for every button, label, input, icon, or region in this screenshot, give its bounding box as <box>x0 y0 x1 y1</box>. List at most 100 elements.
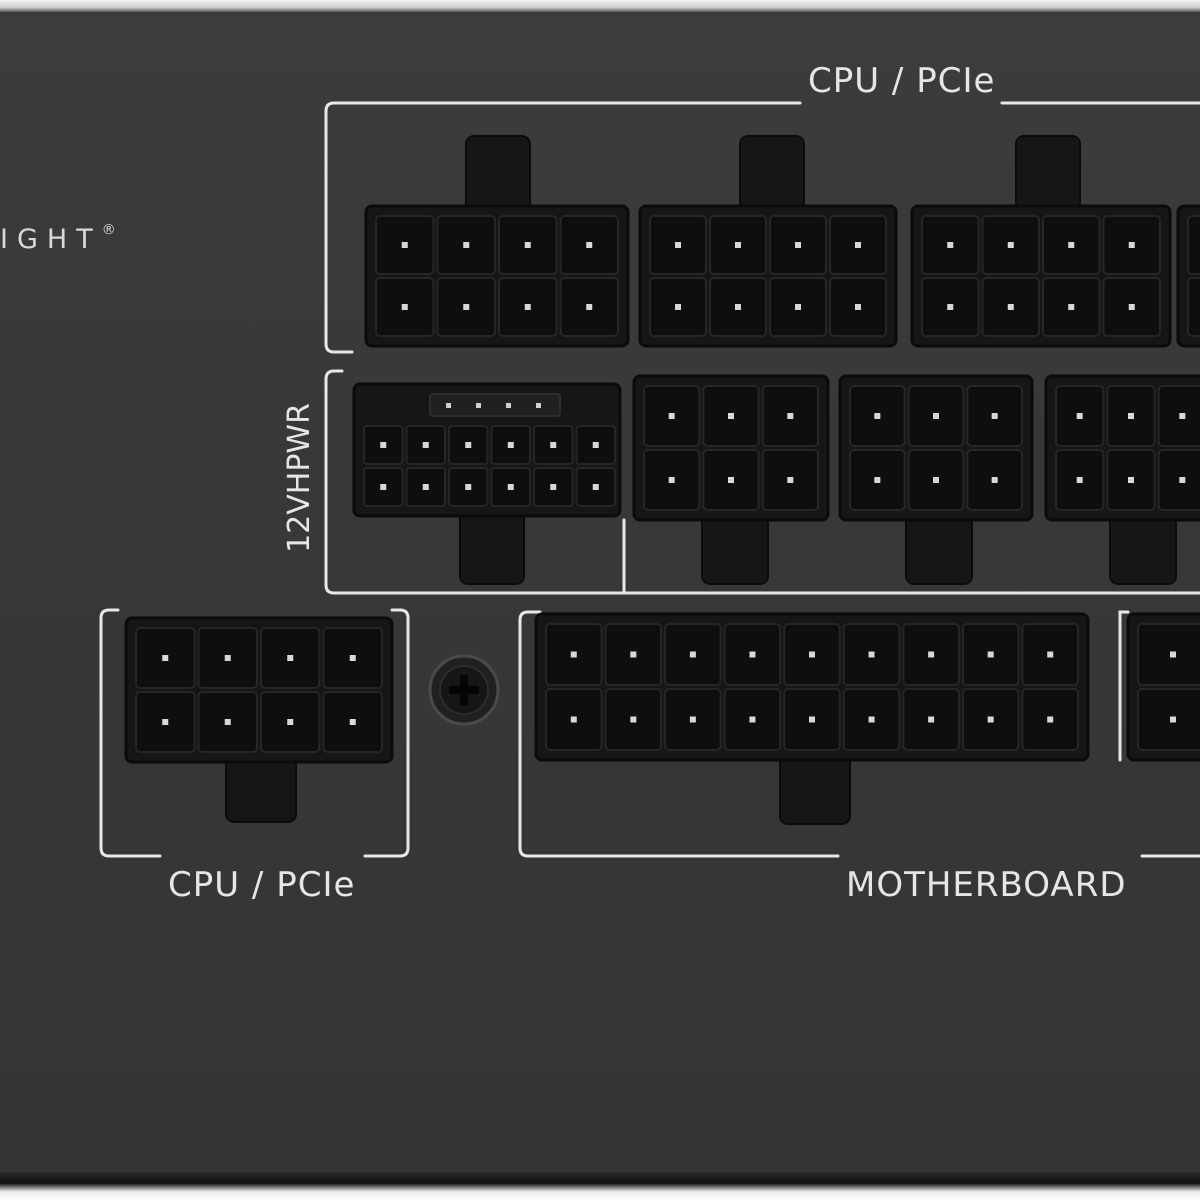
top-cpu-pcie-2-pin <box>735 242 741 248</box>
top-cpu-pcie-1-pin <box>401 242 408 248</box>
motherboard-main-pin <box>987 651 994 658</box>
top-bracket-left <box>324 101 802 354</box>
top-cpu-pcie-4-pin-cell <box>1187 277 1200 337</box>
mid-socket-2-pin <box>991 413 998 419</box>
top-cpu-pcie-2-pin <box>855 304 861 310</box>
motherboard-main-pin <box>630 716 637 723</box>
vhpwr-pin <box>592 442 599 448</box>
left-bracket-b <box>363 608 410 858</box>
vhpwr-pin <box>422 484 429 490</box>
motherboard-main-pin <box>928 716 935 723</box>
left-cpu-pcie-pin <box>287 719 294 725</box>
top-cpu-pcie-1-pin <box>463 304 470 310</box>
mid-socket-2-pin <box>991 477 998 483</box>
left-cpu-pcie-pin <box>224 655 231 661</box>
mb-bracket-inner <box>1118 610 1130 762</box>
top-cpu-pcie-3-pin <box>1068 242 1075 248</box>
left-bracket-a <box>99 608 162 858</box>
vhpwr-pin <box>422 442 429 448</box>
mid-socket-3-pin <box>1128 413 1134 419</box>
left-cpu-pcie-pin <box>287 655 294 661</box>
motherboard-aux-pin-cell <box>1137 623 1200 686</box>
label-motherboard: MOTHERBOARD <box>846 865 1127 905</box>
motherboard-main-pin <box>570 716 577 723</box>
vhpwr-pin <box>507 442 514 448</box>
label-left-cpu-pcie: CPU / PCIe <box>168 865 356 905</box>
mid-socket-3-pin <box>1076 477 1083 483</box>
top-cpu-pcie-3-pin <box>1007 304 1014 310</box>
vhpwr-pin <box>465 484 472 490</box>
vhpwr-pin <box>550 442 557 448</box>
top-cpu-pcie-4-pin-cell <box>1187 215 1200 275</box>
vhpwr-sense-pin <box>506 403 511 408</box>
mid-socket-2-pin <box>933 477 939 483</box>
motherboard-main-latch <box>779 751 851 825</box>
mid-socket-1-pin <box>728 477 734 483</box>
mid-socket-2-latch <box>905 511 973 585</box>
vhpwr-sense-header <box>429 393 561 417</box>
top-cpu-pcie-2-pin <box>795 304 801 310</box>
mid-socket-3-pin-cell <box>1157 449 1200 511</box>
motherboard-main-pin <box>689 651 696 658</box>
mid-socket-1-pin <box>728 413 734 419</box>
motherboard-main-pin <box>809 651 815 658</box>
mid-socket-1-latch <box>701 511 769 585</box>
vhpwr-sense-pin <box>446 403 451 408</box>
motherboard-main-pin <box>809 716 815 723</box>
vhpwr-pin <box>465 442 472 448</box>
top-cpu-pcie-2-latch <box>739 135 805 217</box>
motherboard-main-pin <box>689 716 696 723</box>
mid-socket-1-pin <box>668 477 675 483</box>
top-cpu-pcie-3-pin <box>1128 304 1135 310</box>
vhpwr-sense-pin <box>476 403 481 408</box>
vhpwr-pin <box>380 442 387 448</box>
mid-socket-2-pin <box>874 477 881 483</box>
motherboard-main-pin <box>570 651 577 658</box>
top-cpu-pcie-3-latch <box>1015 135 1081 217</box>
mb-bracket-left <box>518 610 840 858</box>
label-top-cpu-pcie: CPU / PCIe <box>808 61 996 101</box>
left-cpu-pcie-pin <box>162 655 169 661</box>
motherboard-aux-pin <box>1170 716 1176 723</box>
top-cpu-pcie-1-pin <box>524 242 531 248</box>
phillips-screw-icon <box>460 675 468 705</box>
mid-socket-3-pin <box>1179 413 1186 419</box>
panel-bottom-edge <box>0 1172 1200 1200</box>
left-cpu-pcie-pin <box>349 655 356 661</box>
mid-socket-3-pin <box>1128 477 1134 483</box>
mid-socket-2-pin <box>874 413 881 419</box>
top-cpu-pcie-1-pin <box>524 304 531 310</box>
left-cpu-pcie-pin <box>224 719 231 725</box>
mid-socket-3-pin <box>1076 413 1083 419</box>
left-cpu-pcie-pin <box>349 719 356 725</box>
mid-socket-3-latch <box>1109 511 1177 585</box>
vhpwr-pin <box>592 484 599 490</box>
top-cpu-pcie-1-pin <box>463 242 470 248</box>
vhpwr-sense-pin <box>536 403 541 408</box>
mid-socket-2-pin <box>933 413 939 419</box>
vhpwr-pin <box>380 484 387 490</box>
mid-socket-3-pin-cell <box>1157 385 1200 447</box>
motherboard-aux-pin <box>1170 651 1176 658</box>
top-cpu-pcie-3-pin <box>1128 242 1135 248</box>
mid-socket-1-pin <box>787 413 794 419</box>
motherboard-main-pin <box>630 651 637 658</box>
motherboard-main-pin <box>987 716 994 723</box>
top-cpu-pcie-1-pin <box>586 304 593 310</box>
top-cpu-pcie-2-pin <box>855 242 861 248</box>
top-cpu-pcie-2-pin <box>675 304 681 310</box>
left-cpu-pcie-pin <box>162 719 169 725</box>
motherboard-main-pin <box>1047 716 1054 723</box>
top-cpu-pcie-3-pin <box>947 304 954 310</box>
top-cpu-pcie-1-pin <box>586 242 593 248</box>
label-12vhpwr: 12VHPWR <box>282 403 317 553</box>
mid-socket-1-pin <box>668 413 675 419</box>
vhpwr-pin <box>507 484 514 490</box>
top-cpu-pcie-3-pin <box>1007 242 1014 248</box>
motherboard-main-pin <box>749 651 756 658</box>
vhpwr-pin <box>550 484 557 490</box>
motherboard-main-pin <box>749 716 756 723</box>
brand-logo: IGHT® <box>0 222 116 255</box>
